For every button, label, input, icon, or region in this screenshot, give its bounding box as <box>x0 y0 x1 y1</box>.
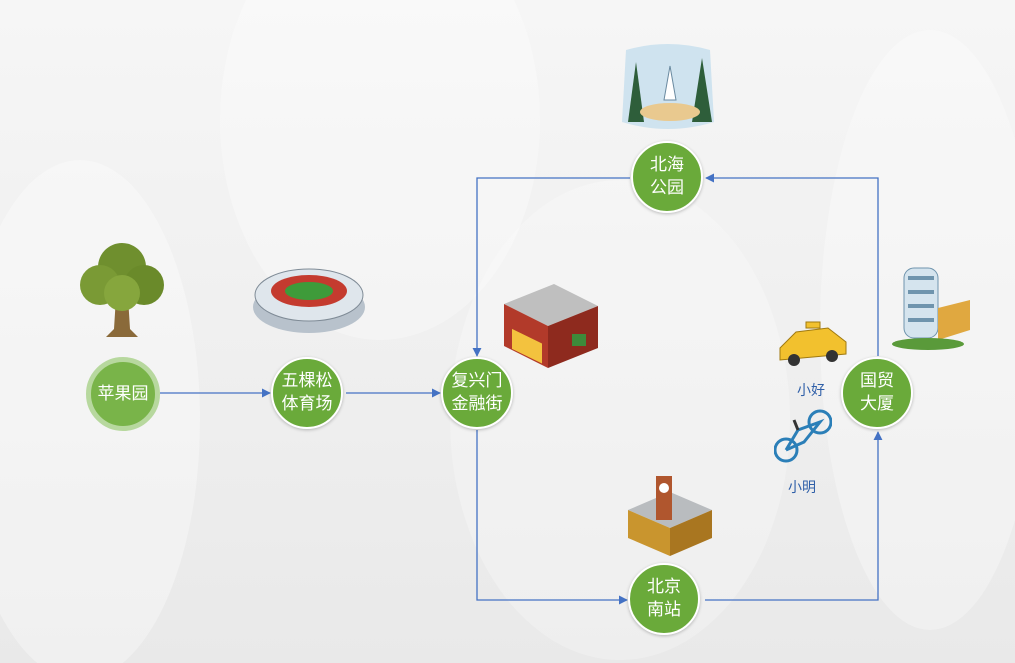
station-icon <box>628 476 712 556</box>
edge-guomao-to-beihai <box>705 173 879 356</box>
bicycle-icon <box>774 409 832 463</box>
park-lake-icon <box>622 44 714 129</box>
taxi-label: 小好 <box>797 383 825 399</box>
edge-fuxingmen-to-south <box>476 430 628 605</box>
bike-label: 小明 <box>788 480 816 496</box>
edge-beihai-to-fuxingmen <box>472 177 630 357</box>
node-guomao-tower[interactable]: 国贸 大厦 <box>841 357 913 429</box>
node-wukesong-stadium[interactable]: 五棵松 体育场 <box>271 357 343 429</box>
node-fuxingmen-finance-street[interactable]: 复兴门 金融街 <box>441 357 513 429</box>
stadium-icon <box>253 268 365 333</box>
tree-icon <box>80 243 164 337</box>
node-apple-orchard[interactable]: 苹果园 <box>86 357 160 431</box>
shop-icon <box>504 284 598 368</box>
edge-south-to-guomao <box>705 431 883 601</box>
taxi-icon <box>779 321 847 366</box>
office-tower-icon <box>892 267 970 350</box>
node-beijing-south-station[interactable]: 北京 南站 <box>628 563 700 635</box>
node-beihai-park[interactable]: 北海 公园 <box>631 141 703 213</box>
